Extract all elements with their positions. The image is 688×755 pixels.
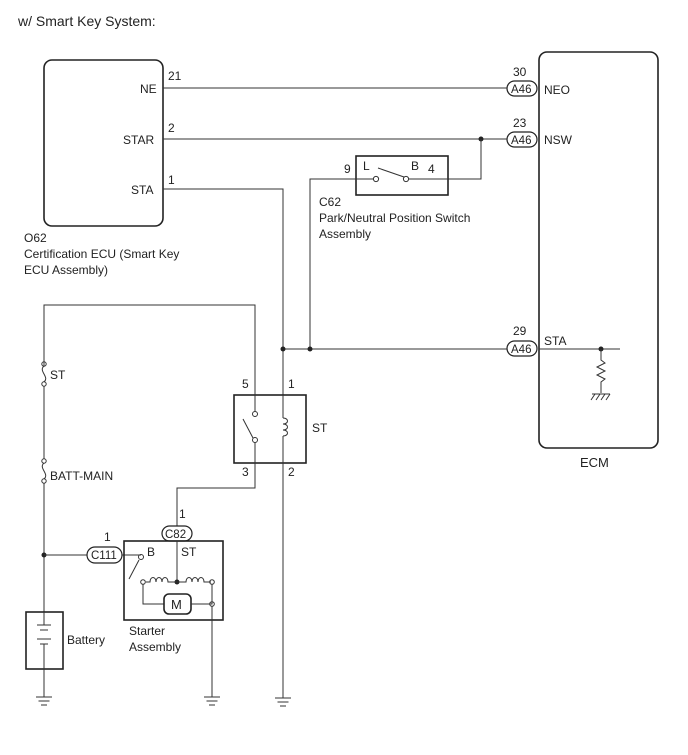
connector-c111-code: C111 xyxy=(91,550,117,562)
wire-sta-to-relay xyxy=(163,188,284,395)
ecm-resistor-icon xyxy=(595,349,607,393)
ecm-pin-neo-label: NEO xyxy=(544,83,570,97)
wire-pnp-to-sta-bus xyxy=(309,178,356,349)
starter-hold-in-coil-icon xyxy=(177,577,211,583)
fuse-batt-main-icon xyxy=(41,462,47,480)
relay-switch-contact-top xyxy=(252,411,258,417)
ecu-pin-ne-label: NE xyxy=(140,82,157,96)
ecu-pin-sta-number: 1 xyxy=(168,173,175,187)
st-relay-pin-2: 2 xyxy=(288,465,295,479)
pnp-contact-left: L xyxy=(363,159,370,173)
starter-contact-b-icon xyxy=(138,554,144,560)
starter-motor-label: M xyxy=(171,597,182,612)
starter-coil-terminal-icon xyxy=(140,579,146,585)
ecm-connector-nsw-code: A46 xyxy=(511,135,531,147)
starter-name-line1: Starter xyxy=(129,624,165,638)
battery-cells-icon xyxy=(37,624,51,645)
starter-assembly: B ST M Starter Assembly xyxy=(123,540,224,654)
starter-name-line2: Assembly xyxy=(129,640,181,654)
fuse-batt-main-label: BATT-MAIN xyxy=(50,469,113,483)
wire-nsw-to-pnp-switch xyxy=(448,139,482,180)
ecm-pin-neo-number: 30 xyxy=(513,65,527,79)
starter-motor-lead-left xyxy=(142,584,164,605)
certification-ecu: NE 21 STAR 2 STA 1 O62 Certification ECU… xyxy=(24,59,182,277)
battery: Battery xyxy=(25,611,105,670)
ecu-pin-star-label: STAR xyxy=(123,133,154,147)
pnp-contact-left-icon xyxy=(372,175,380,183)
ecu-name-line2: ECU Assembly) xyxy=(24,263,108,277)
starter-main-switch-blade-icon xyxy=(128,559,140,580)
st-relay-box xyxy=(233,394,307,464)
pnp-name-line1: Park/Neutral Position Switch xyxy=(319,211,470,225)
pnp-code: C62 xyxy=(319,195,341,209)
park-neutral-switch: L B 9 4 C62 Park/Neutral Position Switch… xyxy=(319,155,470,241)
diagram-title: w/ Smart Key System: xyxy=(17,13,156,29)
starter-terminal-st-label: ST xyxy=(181,545,197,559)
pnp-pin-left: 9 xyxy=(344,162,351,176)
ecm-connector-sta-code: A46 xyxy=(511,344,531,356)
starter-terminal-b-label: B xyxy=(147,545,155,559)
fuse-batt-main-terminal-top xyxy=(41,458,47,464)
relay-switch-contact-bottom xyxy=(252,437,258,443)
fuse-batt-main-terminal-bottom xyxy=(41,478,47,484)
st-relay-label: ST xyxy=(312,421,328,435)
junction-sta-pnp xyxy=(307,346,313,352)
pnp-name-line2: Assembly xyxy=(319,227,371,241)
fuse-st: ST xyxy=(41,361,66,387)
ground-icon-battery xyxy=(36,696,52,706)
ecu-code: O62 xyxy=(24,231,47,245)
ecm: ECM A46 30 NEO A46 23 NSW A46 29 STA xyxy=(506,51,659,470)
ground-icon-relay xyxy=(275,697,291,707)
certification-ecu-box xyxy=(43,59,164,227)
ground-icon-starter xyxy=(204,696,220,706)
wire-st-fuse-to-relay xyxy=(43,304,256,395)
ecu-pin-sta-label: STA xyxy=(131,183,153,197)
starter-motor-lead-right xyxy=(191,584,213,605)
wire-relay-to-c82 xyxy=(176,463,256,526)
ecu-name-line1: Certification ECU (Smart Key xyxy=(24,247,179,261)
fuse-batt-main: BATT-MAIN xyxy=(41,458,113,484)
ecm-pin-nsw-label: NSW xyxy=(544,133,573,147)
ecm-pin-nsw-number: 23 xyxy=(513,116,527,130)
ecu-pin-star-number: 2 xyxy=(168,121,175,135)
pnp-pin-right: 4 xyxy=(428,162,435,176)
ecu-pin-ne-number: 21 xyxy=(168,69,182,83)
ecm-box xyxy=(538,51,659,449)
pnp-contact-right: B xyxy=(411,159,419,173)
connector-c111-pin: 1 xyxy=(104,530,111,544)
st-relay-pin-3: 3 xyxy=(242,465,249,479)
ecm-pin-sta-number: 29 xyxy=(513,324,527,338)
ecm-connector-neo-code: A46 xyxy=(511,84,531,96)
starter-box xyxy=(123,540,224,621)
starter-pull-in-coil-icon xyxy=(146,577,177,583)
pnp-switch-blade-icon xyxy=(377,167,405,178)
fuse-st-label: ST xyxy=(50,368,66,382)
fuse-st-terminal-bottom xyxy=(41,381,47,387)
pnp-switch-box xyxy=(355,155,449,196)
pnp-contact-right-icon xyxy=(402,175,410,183)
battery-label: Battery xyxy=(67,633,105,647)
junction-sta-relay xyxy=(280,346,286,352)
connector-c82-pin: 1 xyxy=(179,507,186,521)
connector-c82-code: C82 xyxy=(165,529,186,541)
relay-switch-blade-icon xyxy=(242,418,254,439)
st-relay-pin-1: 1 xyxy=(288,377,295,391)
st-relay: ST 5 1 3 2 xyxy=(233,377,328,479)
fuse-st-icon xyxy=(41,365,47,383)
relay-coil-icon xyxy=(282,417,288,437)
ecm-label: ECM xyxy=(580,455,609,470)
st-relay-pin-5: 5 xyxy=(242,377,249,391)
ecm-ground-hatch xyxy=(590,393,611,401)
ecm-pin-sta-label: STA xyxy=(544,334,566,348)
